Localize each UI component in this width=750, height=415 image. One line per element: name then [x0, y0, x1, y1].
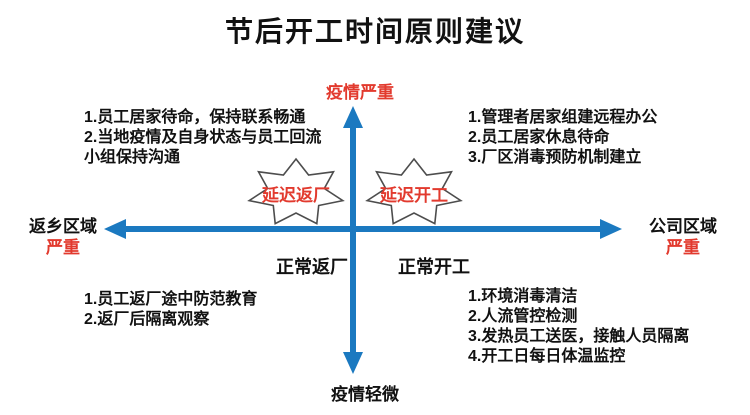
- quadrant-bottom-left-notes: 1.员工返厂途中防范教育 2.返厂后隔离观察: [84, 290, 324, 330]
- normal-start-label: 正常开工: [398, 257, 470, 277]
- delay-start-burst: 延迟开工: [364, 157, 464, 229]
- axis-label-hometown-region: 返乡区域 严重: [16, 216, 110, 258]
- quadrant-top-left-notes: 1.员工居家待命，保持联系畅通 2.当地疫情及自身状态与员工回流小组保持沟通: [84, 108, 332, 168]
- hometown-region-text: 返乡区域: [29, 217, 97, 236]
- burst-label-delay-return: 延迟返厂: [262, 186, 330, 205]
- hometown-severity-text: 严重: [46, 238, 80, 257]
- note-item: 3.厂区消毒预防机制建立: [468, 149, 642, 166]
- quadrant-top-right-notes: 1.管理者居家组建远程办公 2.员工居家休息待命 3.厂区消毒预防机制建立: [468, 108, 716, 168]
- note-item: 2.当地疫情及自身状态与员工回流小组保持沟通: [84, 129, 322, 166]
- up-arrow-icon: [343, 106, 363, 128]
- note-item: 3.发热员工送医，接触人员隔离: [468, 328, 690, 345]
- note-item: 4.开工日每日体温监控: [468, 348, 626, 365]
- note-item: 2.人流管控检测: [468, 308, 578, 325]
- right-arrow-icon: [600, 219, 622, 239]
- note-item: 2.返厂后隔离观察: [84, 311, 210, 328]
- note-item: 2.员工居家休息待命: [468, 129, 610, 146]
- left-arrow-icon: [104, 219, 126, 239]
- note-item: 1.管理者居家组建远程办公: [468, 109, 658, 126]
- axis-label-epidemic-mild: 疫情轻微: [331, 385, 399, 404]
- axis-label-company-region: 公司区域 严重: [636, 216, 730, 258]
- company-region-text: 公司区域: [649, 217, 717, 236]
- axis-label-epidemic-severe: 疫情严重: [326, 83, 394, 102]
- page-title: 节后开工时间原则建议: [224, 16, 525, 47]
- burst-shape-icon: [247, 157, 345, 225]
- note-item: 1.员工返厂途中防范教育: [84, 291, 258, 308]
- note-item: 1.员工居家待命，保持联系畅通: [84, 109, 306, 126]
- note-item: 1.环境消毒清洁: [468, 288, 578, 305]
- quadrant-bottom-right-notes: 1.环境消毒清洁 2.人流管控检测 3.发热员工送医，接触人员隔离 4.开工日每…: [468, 287, 730, 367]
- company-severity-text: 严重: [666, 238, 700, 257]
- burst-shape-icon: [365, 157, 463, 225]
- normal-return-label: 正常返厂: [276, 257, 348, 277]
- burst-label-delay-start: 延迟开工: [380, 186, 448, 205]
- delay-return-burst: 延迟返厂: [246, 157, 346, 229]
- down-arrow-icon: [343, 352, 363, 374]
